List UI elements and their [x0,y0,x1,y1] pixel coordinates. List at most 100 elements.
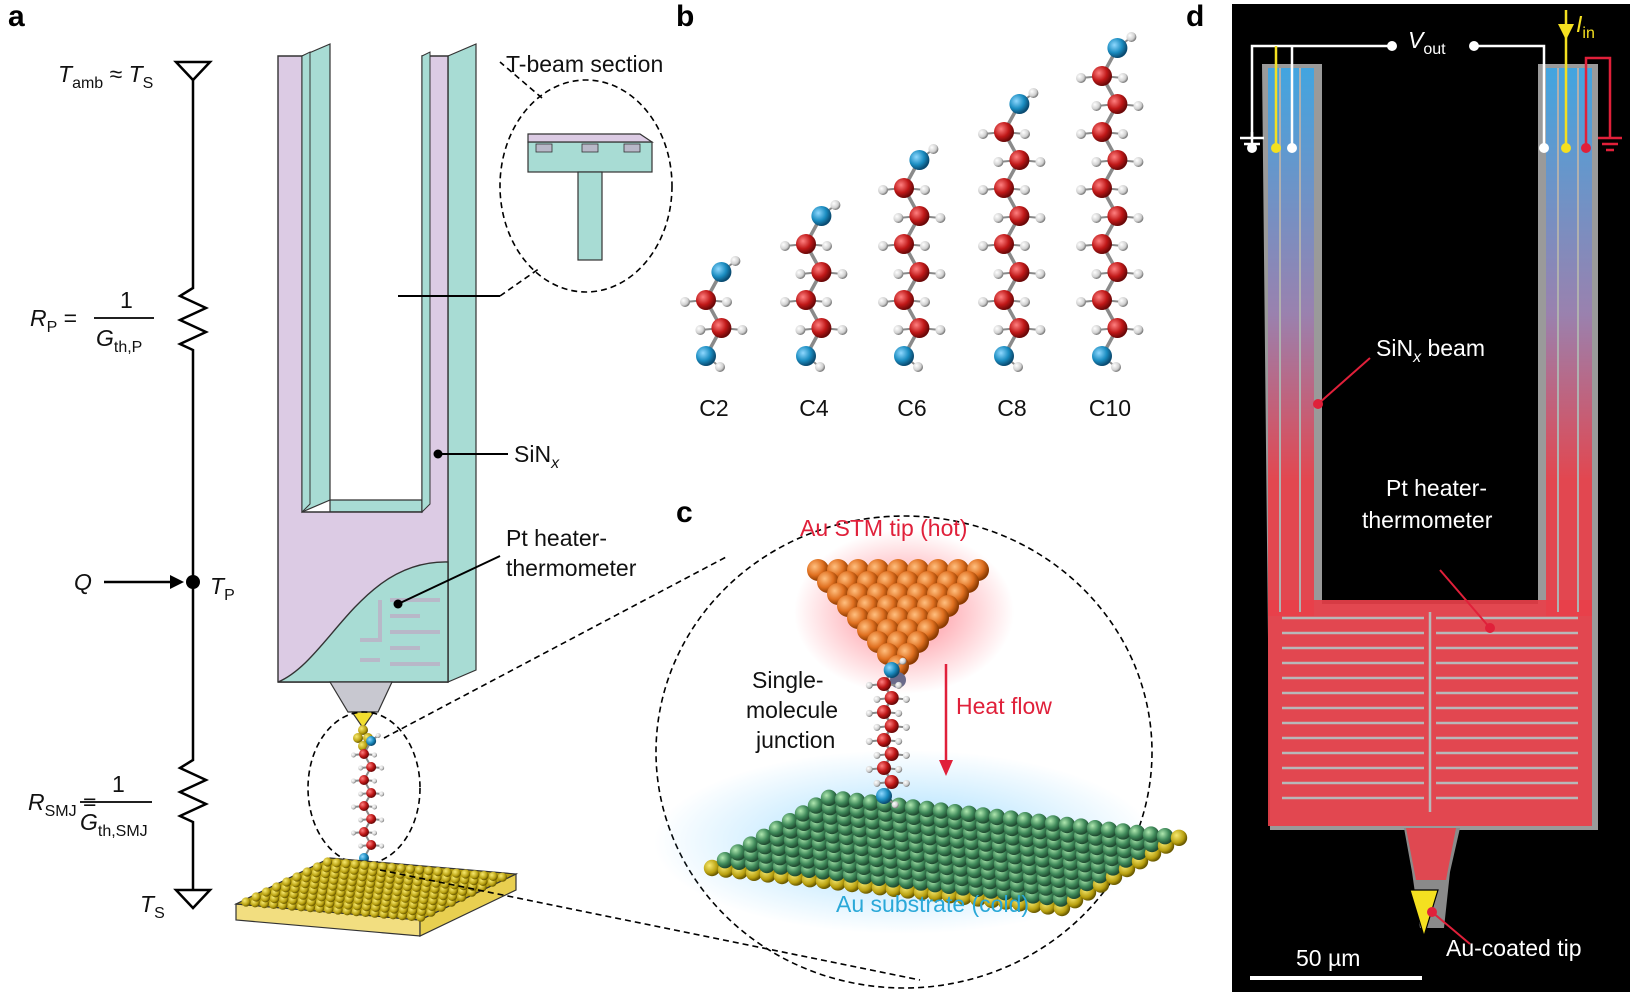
carbon-atom [1009,262,1030,282]
slab-au-atom [415,865,425,875]
svg-text:RSMJ =: RSMJ = [28,789,96,820]
substrate-atom [742,836,760,853]
hydrogen-atom [935,269,946,279]
slab-au-atom [272,882,282,892]
label-pt-heater-d-1: Pt heater- [1386,475,1487,501]
resistor-rsmj [177,752,209,828]
label-junction-1: Single- [752,667,824,693]
molecule-label-c6: C6 [897,395,926,421]
resistor-rp [177,280,209,356]
hydrogen-atom [1035,157,1046,167]
label-sinx-beam: SiNx beam [1376,335,1485,366]
substrate-atom [1128,824,1146,842]
carbon-atom [796,234,816,254]
hydrogen-atom [873,723,881,731]
hydrogen-atom [837,325,848,335]
heat-flow-arrow-head [939,760,953,776]
hydrogen-atom [372,778,377,784]
slab-au-atom [378,862,388,872]
molecule-c2 [680,256,748,372]
slab-au-atom [497,872,507,882]
hydrogen-atom [372,752,377,758]
probe-right-side [447,43,477,683]
oxygen-atom [1107,38,1128,58]
hydrogen-atom [899,657,907,665]
label-heat-flow: Heat flow [956,693,1052,719]
substrate-atom [862,794,880,811]
svg-text:RP =: RP = [30,305,77,336]
label-iin: Iin [1576,11,1595,42]
hydrogen-atom [878,185,888,195]
substrate-atom [946,804,964,821]
carbon-atom [359,775,369,785]
hydrogen-atom [815,362,825,372]
label-rp: RP = 1 Gth,P [30,287,154,356]
label-rsmj: RSMJ = 1 Gth,SMJ [28,771,152,840]
substrate-atom [781,813,799,830]
hydrogen-atom [1133,213,1144,223]
carbon-atom [711,318,732,338]
hydrogen-atom [873,695,881,703]
label-junction-2: molecule [746,697,838,723]
hydrogen-atom [893,325,904,335]
probe-cutaway [277,561,449,683]
hydrogen-atom [993,269,1004,279]
hydrogen-atom [737,325,748,335]
hydrogen-atom [865,681,873,689]
hydrogen-atom [1013,362,1023,372]
substrate-atom [1058,816,1076,834]
carbon-atom [884,775,899,789]
panel-c-junction [654,515,1188,989]
t-beam-callout [398,61,673,297]
probe-neck [328,681,393,713]
substrate-atom [1044,815,1062,832]
oxygen-atom [366,736,377,746]
hydrogen-atom [873,779,881,787]
svg-text:1: 1 [112,771,125,797]
hydrogen-atom [1091,157,1102,167]
carbon-atom [1009,318,1030,338]
slab-au-atom [359,860,369,870]
carbon-atom [359,827,369,837]
hydrogen-atom [372,804,377,810]
hydrogen-atom [822,241,832,251]
substrate-atom [960,805,978,822]
ground-icon-right [1598,136,1622,152]
substrate-atom [716,852,734,869]
hydrogen-atom [379,765,385,771]
slab-au-atom [292,872,302,882]
substrate-atom [1100,821,1118,838]
slab-au-atom [261,887,271,897]
substrate-atom [1156,828,1174,845]
molecule-c8 [978,88,1046,372]
hydrogen-atom [902,723,910,731]
hydrogen-atom [935,325,946,335]
label-tp: TP [210,573,235,604]
carbon-atom [1107,262,1128,282]
hydrogen-atom [1111,362,1121,372]
oxygen-atom [696,346,716,366]
carbon-atom [884,719,899,733]
hydrogen-atom [358,765,364,771]
carbon-atom [909,262,930,282]
carbon-atom [1009,206,1030,226]
substrate-atom [729,844,747,861]
slab-au-atom [442,867,452,878]
carbon-atom [359,749,369,759]
hydrogen-atom [978,129,988,139]
carbon-atom [877,761,891,775]
hydrogen-atom [895,765,903,773]
substrate-atom [974,807,992,824]
svg-text:Gth,SMJ: Gth,SMJ [80,809,148,840]
hydrogen-atom [920,241,930,251]
substrate-atom [1030,813,1048,830]
label-vout: Vout [1408,27,1446,58]
hydrogen-atom [993,157,1004,167]
hydrogen-atom [722,297,732,307]
substrate-atom [1086,820,1104,837]
hydrogen-atom [978,241,988,251]
hydrogen-atom [891,801,899,809]
slab-au-atom [470,870,480,880]
carbon-atom [877,705,891,719]
slab-au-atom [323,857,333,867]
